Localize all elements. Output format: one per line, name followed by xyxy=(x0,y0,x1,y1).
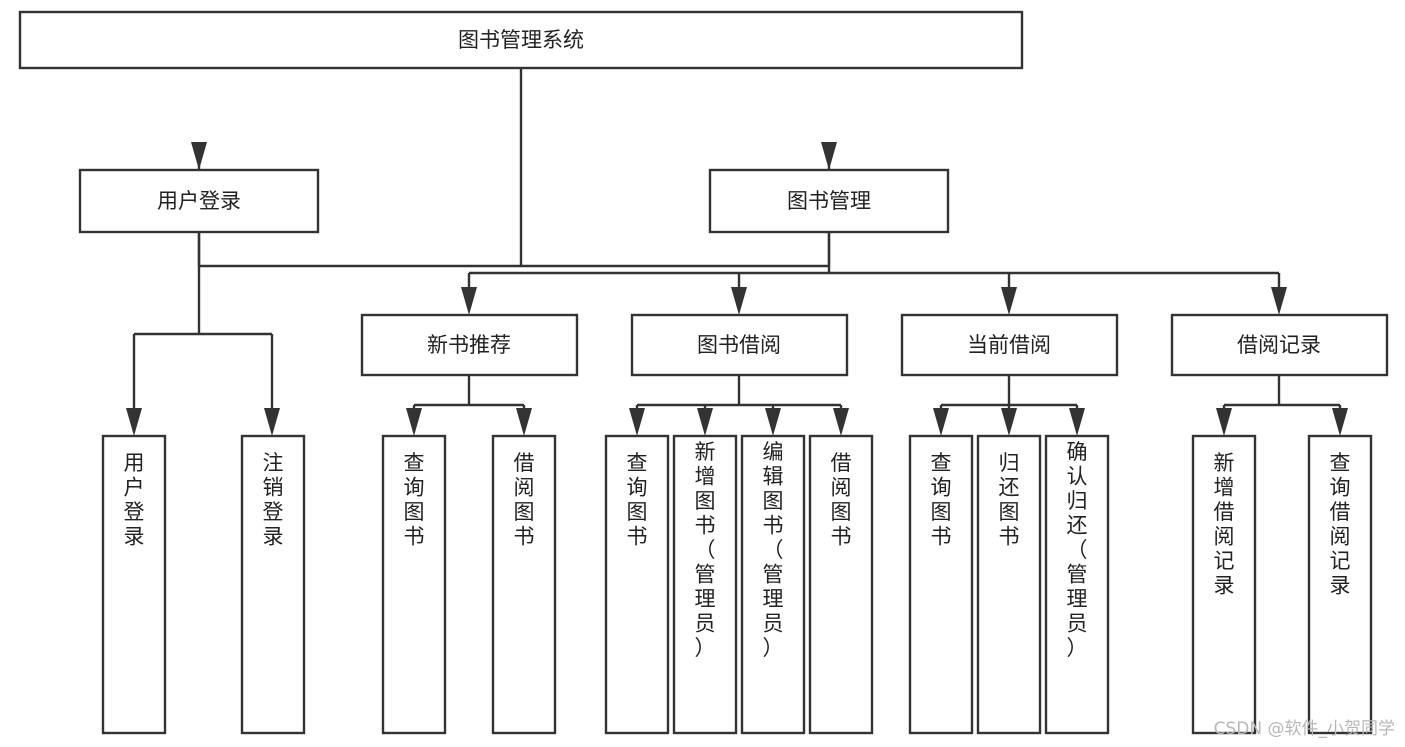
arrow-to-leaf-12 xyxy=(1332,408,1348,436)
node-book-borrow[interactable]: 图书借阅 xyxy=(630,313,849,377)
leaf-label-5: 新增图书（管理员） xyxy=(695,440,716,660)
leaf-label-3: 借阅图书 xyxy=(514,451,535,549)
arrow-to-leaf-10 xyxy=(1069,408,1085,436)
leaf-label-12: 查询借阅记录 xyxy=(1330,451,1351,598)
arrow-to-leaf-4 xyxy=(629,408,645,436)
leaf-label-4: 查询图书 xyxy=(627,451,648,549)
leaf-node[interactable]: 查询图书 xyxy=(908,434,974,735)
arrow-to-leaf-7 xyxy=(833,408,849,436)
node-book-borrow-label: 图书借阅 xyxy=(697,333,781,357)
leaf-label-9: 归还图书 xyxy=(999,451,1020,549)
leaf-label-11: 新增借阅记录 xyxy=(1214,451,1235,598)
leaf-box-2[interactable] xyxy=(381,434,447,735)
arrow-to-leaf-9 xyxy=(1001,408,1017,436)
node-new-book-recommend-box[interactable] xyxy=(360,313,579,377)
leaf-node[interactable]: 借阅图书 xyxy=(808,434,874,735)
leaf-label-2: 查询图书 xyxy=(404,451,425,549)
node-root[interactable]: 图书管理系统 xyxy=(18,10,1024,70)
leaf-box-6[interactable] xyxy=(740,434,806,735)
leaf-node[interactable]: 查询图书 xyxy=(604,434,670,735)
node-new-book-recommend[interactable]: 新书推荐 xyxy=(360,313,579,377)
node-book-borrow-box[interactable] xyxy=(630,313,849,377)
node-book-management[interactable]: 图书管理 xyxy=(708,168,950,234)
leaf-box-7[interactable] xyxy=(808,434,874,735)
leaf-box-3[interactable] xyxy=(491,434,557,735)
leaf-box-4[interactable] xyxy=(604,434,670,735)
leaf-label-7: 借阅图书 xyxy=(831,451,852,549)
leaf-node[interactable]: 编辑图书（管理员） xyxy=(740,434,806,735)
leaf-box-11[interactable] xyxy=(1191,434,1257,735)
leaf-box-1[interactable] xyxy=(240,434,306,735)
leaf-node[interactable]: 确认归还（管理员） xyxy=(1044,434,1110,735)
leaf-node[interactable]: 借阅图书 xyxy=(491,434,557,735)
node-current-borrow-box[interactable] xyxy=(900,313,1119,377)
node-user-login-label: 用户登录 xyxy=(157,189,241,213)
node-current-borrow-label: 当前借阅 xyxy=(967,333,1051,357)
leaf-box-0[interactable] xyxy=(101,434,167,735)
leaf-box-12[interactable] xyxy=(1307,434,1373,735)
arrow-to-current-borrow xyxy=(1001,287,1017,315)
leaf-label-8: 查询图书 xyxy=(931,451,952,549)
leaf-label-1: 注销登录 xyxy=(263,451,284,549)
arrow-to-leaf-6 xyxy=(765,408,781,436)
arrow-to-leaf-0 xyxy=(126,408,142,436)
node-book-management-box[interactable] xyxy=(708,168,950,234)
leaf-box-5[interactable] xyxy=(672,434,738,735)
node-borrow-record-label: 借阅记录 xyxy=(1237,333,1321,357)
leaf-node[interactable]: 查询借阅记录 xyxy=(1307,434,1373,735)
leaf-node[interactable]: 新增借阅记录 xyxy=(1191,434,1257,735)
leaf-box-10[interactable] xyxy=(1044,434,1110,735)
leaf-node[interactable]: 用户登录 xyxy=(101,434,167,735)
node-new-book-recommend-label: 新书推荐 xyxy=(427,333,511,357)
arrow-to-leaf-5 xyxy=(697,408,713,436)
leaf-node[interactable]: 注销登录 xyxy=(240,434,306,735)
leaf-node[interactable]: 归还图书 xyxy=(976,434,1042,735)
arrow-to-new-book-rec xyxy=(461,287,477,315)
node-root-box[interactable] xyxy=(18,10,1024,70)
node-book-management-label: 图书管理 xyxy=(787,189,871,213)
arrow-to-leaf-8 xyxy=(933,408,949,436)
arrow-to-borrow-record xyxy=(1271,287,1287,315)
leaf-label-6: 编辑图书（管理员） xyxy=(763,440,784,660)
node-user-login-box[interactable] xyxy=(78,168,320,234)
arrow-to-leaf-1 xyxy=(264,408,280,436)
leaf-box-9[interactable] xyxy=(976,434,1042,735)
watermark-label: CSDN @软件_小贺同学 xyxy=(1214,719,1395,739)
leaf-label-0: 用户登录 xyxy=(124,451,145,549)
node-borrow-record[interactable]: 借阅记录 xyxy=(1170,313,1389,377)
connector-layer xyxy=(126,68,1348,436)
node-user-login[interactable]: 用户登录 xyxy=(78,168,320,234)
arrow-to-user-login xyxy=(191,142,207,170)
arrow-to-book-manage xyxy=(821,142,837,170)
leaf-label-10: 确认归还（管理员） xyxy=(1067,440,1088,660)
node-current-borrow[interactable]: 当前借阅 xyxy=(900,313,1119,377)
node-root-label: 图书管理系统 xyxy=(458,28,584,52)
leaf-box-8[interactable] xyxy=(908,434,974,735)
leaf-node[interactable]: 查询图书 xyxy=(381,434,447,735)
arrow-to-book-borrow xyxy=(731,287,747,315)
leaf-node[interactable]: 新增图书（管理员） xyxy=(672,434,738,735)
arrow-to-leaf-2 xyxy=(406,408,422,436)
node-borrow-record-box[interactable] xyxy=(1170,313,1389,377)
arrow-to-leaf-11 xyxy=(1216,408,1232,436)
arrow-to-leaf-3 xyxy=(516,408,532,436)
